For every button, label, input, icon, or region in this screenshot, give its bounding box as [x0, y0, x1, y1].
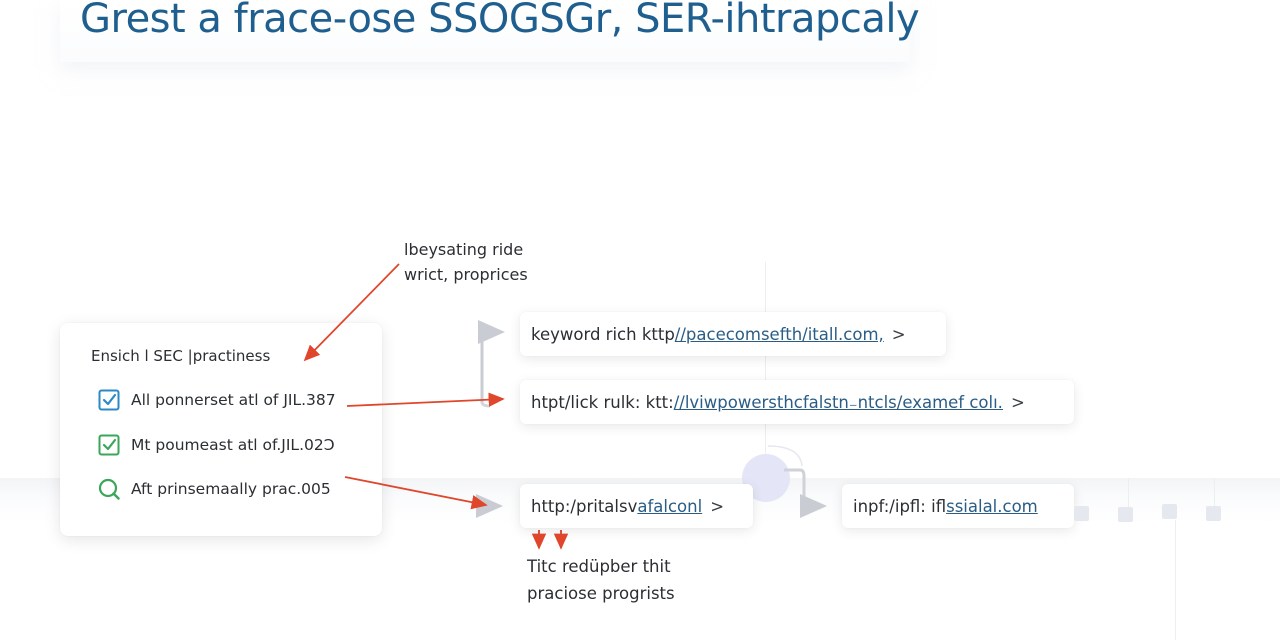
practice-label: Mt poumeast atl of.JIL.02Ↄ [131, 436, 335, 454]
practice-label: Aft prinsemaally prac.005 [131, 480, 331, 498]
vertical-guide [765, 262, 766, 480]
vertical-guide [1175, 520, 1176, 640]
url-prefix: http:/pritalsv [531, 496, 638, 516]
url-link[interactable]: ssialal.com [946, 496, 1038, 516]
title-band [60, 0, 910, 62]
practice-item[interactable]: Mt poumeast atl of.JIL.02Ↄ [98, 434, 335, 456]
url-link[interactable]: afalconl [637, 496, 703, 516]
chevron-right-icon: > [1010, 392, 1025, 412]
url-prefix: htpt/lick rulk: ktt: [531, 392, 674, 412]
top-annotation: lbeysating ride wrict, proprices [404, 237, 528, 287]
url-link[interactable]: //lviwpowersthcfalstn₋ntcls/examef colı. [673, 392, 1003, 412]
vertical-guide [1128, 478, 1129, 522]
annotation-line: praciose progrists [527, 584, 675, 603]
vertical-guide [1214, 478, 1215, 508]
checkbox-checked-icon [98, 434, 120, 456]
chevron-right-icon: > [891, 324, 906, 344]
placeholder-square [1118, 507, 1133, 522]
search-icon [98, 478, 120, 500]
bottom-annotation: Titc redüpber thit praciose progrists [527, 553, 675, 607]
page-title: Grest a frace-ose SSOGSGr, SER-ihtrapcal… [80, 0, 920, 42]
annotation-line: wrict, proprices [404, 265, 528, 284]
seo-practices-card: Ensich l SEC |practiness All ponnerset a… [60, 323, 382, 536]
url-prefix: inpf:/ipfl: ifl [853, 496, 947, 516]
annotation-line: Titc redüpber thit [527, 557, 671, 576]
practice-item[interactable]: All ponnerset atl of JIL.387 [98, 389, 336, 411]
url-link[interactable]: //pacecomsefth/itall.com, [674, 324, 884, 344]
card-title: Ensich l SEC |practiness [91, 347, 271, 365]
url-box-keyword-rich[interactable]: keyword rich kttp//pacecomsefth/itall.co… [520, 312, 946, 356]
annotation-line: lbeysating ride [404, 240, 524, 259]
placeholder-square [1162, 504, 1177, 519]
practice-label: All ponnerset atl of JIL.387 [131, 391, 336, 409]
practice-item[interactable]: Aft prinsemaally prac.005 [98, 478, 331, 500]
url-prefix: keyword rich kttp [531, 324, 675, 344]
chevron-right-icon: > [710, 496, 725, 516]
checkbox-checked-icon [98, 389, 120, 411]
placeholder-square [1206, 506, 1221, 521]
url-box-long[interactable]: htpt/lick rulk: ktt://lviwpowersthcfalst… [520, 380, 1074, 424]
placeholder-square [1074, 506, 1089, 521]
